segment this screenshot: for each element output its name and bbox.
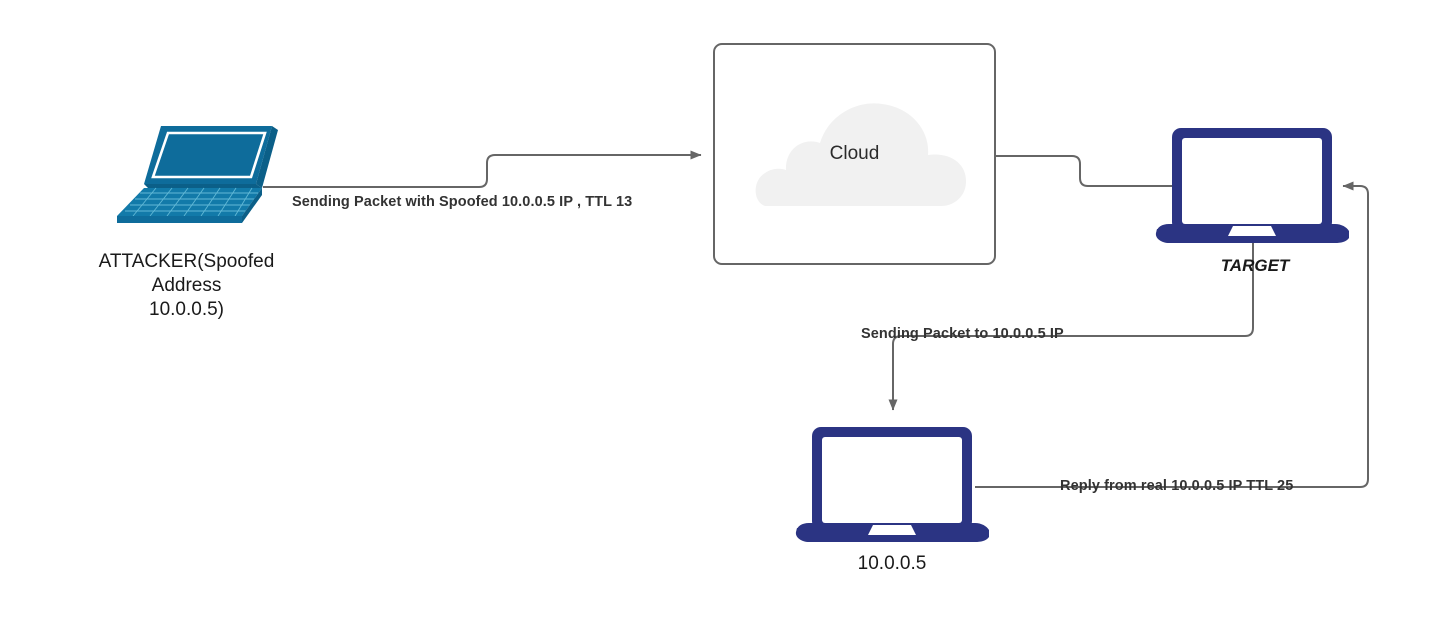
edge-cloud-to-target (996, 155, 1172, 187)
attacker-label: ATTACKER(Spoofed Address 10.0.0.5) (98, 251, 275, 320)
victim-label: 10.0.0.5 (857, 553, 927, 574)
laptop-icon (795, 427, 989, 542)
cloud-icon (755, 103, 967, 206)
edge-attacker-to-cloud (263, 150, 702, 188)
edge-victim-to-target (975, 181, 1369, 488)
edge-target-to-victim (888, 243, 1254, 411)
isometric-laptop-icon (117, 126, 278, 223)
edge-label-target-to-victim: Sending Packet to 10.0.0.5 IP (861, 326, 1064, 342)
cloud-label: Cloud (829, 143, 880, 164)
edge-label-attacker-to-cloud: Sending Packet with Spoofed 10.0.0.5 IP … (292, 194, 633, 210)
target-label: TARGET (1220, 256, 1290, 275)
laptop-icon (1155, 128, 1349, 243)
edge-label-victim-to-target: Reply from real 10.0.0.5 IP TTL 25 (1060, 478, 1294, 494)
